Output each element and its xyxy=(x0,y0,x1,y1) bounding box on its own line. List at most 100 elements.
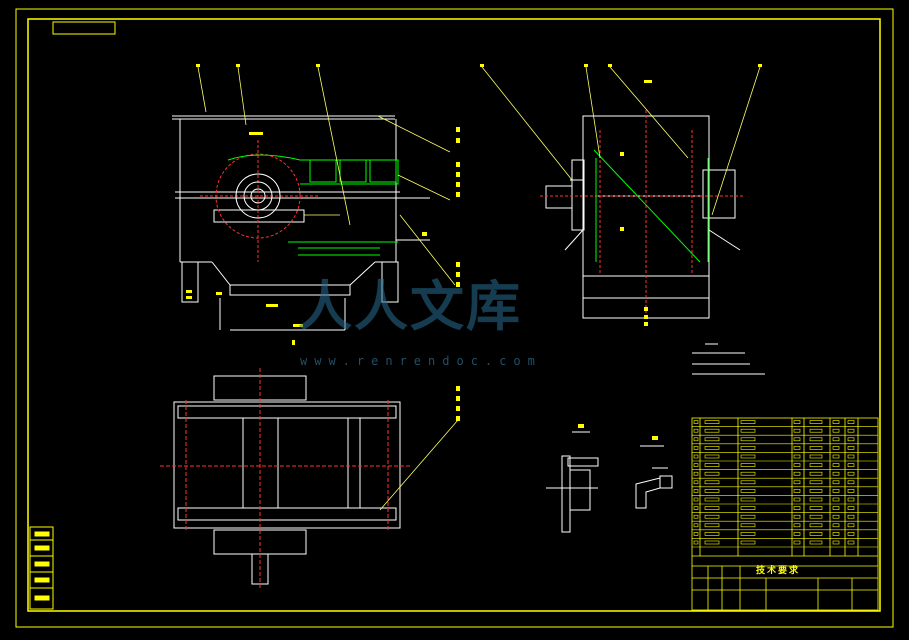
parts-list-cell-text xyxy=(832,506,840,510)
left-strip-block xyxy=(29,526,54,610)
parts-list-cell-text xyxy=(847,454,855,459)
parts-list-cell-text xyxy=(740,454,756,459)
parts-list-cell-text xyxy=(740,480,756,485)
watermark-logo-text: 人人文库 xyxy=(298,275,522,338)
parts-list-cell-text xyxy=(809,463,823,467)
parts-list-cell-text xyxy=(793,489,801,493)
parts-list-cell-text xyxy=(740,437,756,442)
parts-list-cell-text xyxy=(809,514,823,519)
parts-list-cell-text xyxy=(793,463,801,467)
parts-list-cell-text xyxy=(740,523,756,528)
parts-list-cell-text xyxy=(832,523,840,528)
parts-list-cell-text xyxy=(693,497,699,502)
parts-list-cell-text xyxy=(704,540,720,545)
parts-list-cell-text xyxy=(847,446,855,450)
parts-list-cell-text xyxy=(847,523,855,528)
parts-list-cell-text xyxy=(704,480,720,485)
parts-list-cell-text xyxy=(832,463,840,467)
parts-list-cell-text xyxy=(793,454,801,459)
top-view xyxy=(160,368,460,590)
sheet-border xyxy=(15,8,894,628)
parts-list-cell-text xyxy=(793,420,801,424)
parts-list-cell-text xyxy=(740,540,756,545)
parts-list-cell-text xyxy=(740,428,756,433)
parts-list-cell-text xyxy=(740,506,756,510)
parts-list-cell-text xyxy=(793,540,801,545)
parts-list-cell-text xyxy=(740,446,756,450)
parts-list-cell-text xyxy=(832,480,840,485)
parts-list-cell-text xyxy=(793,446,801,450)
parts-list-cell-text xyxy=(847,532,855,536)
parts-list-cell-text xyxy=(704,506,720,510)
parts-list-cell-text xyxy=(809,480,823,485)
parts-list-cell-text xyxy=(740,514,756,519)
parts-list-cell-text xyxy=(704,420,720,424)
watermark-url: www.renrendoc.com xyxy=(300,354,542,368)
parts-list-cell-text xyxy=(809,446,823,450)
parts-list-cell-text xyxy=(704,497,720,502)
parts-list-cell-text xyxy=(832,497,840,502)
parts-list-cell-text xyxy=(809,428,823,433)
parts-list-cell-text xyxy=(793,480,801,485)
parts-list-cell-text xyxy=(847,497,855,502)
parts-list-cell-text xyxy=(809,471,823,476)
parts-list-cell-text xyxy=(809,420,823,424)
parts-list-cell-text xyxy=(809,523,823,528)
parts-list-cell-text xyxy=(704,514,720,519)
tech-requirements-heading: 技术要求 xyxy=(756,566,801,576)
parts-list-cell-text xyxy=(809,540,823,545)
parts-list-cell-text xyxy=(693,540,699,545)
parts-list-cell-text xyxy=(693,506,699,510)
parts-list-cell-text xyxy=(847,480,855,485)
parts-list-cell-text xyxy=(740,463,756,467)
parts-list-cell-text xyxy=(847,540,855,545)
parts-list-cell-text xyxy=(793,428,801,433)
parts-list-cell-text xyxy=(693,463,699,467)
parts-list-cell-text xyxy=(693,428,699,433)
parts-list-cell-text xyxy=(809,489,823,493)
parts-list-cell-text xyxy=(693,489,699,493)
parts-list-cell-text xyxy=(832,454,840,459)
parts-list-cell-text xyxy=(693,454,699,459)
parts-list-cell-text xyxy=(809,506,823,510)
parts-list-cell-text xyxy=(693,437,699,442)
parts-list-cell-text xyxy=(693,514,699,519)
parts-list-cell-text xyxy=(793,514,801,519)
parts-list-cell-text xyxy=(832,471,840,476)
parts-list-cell-text xyxy=(704,532,720,536)
parts-list-cell-text xyxy=(704,446,720,450)
parts-list-cell-text xyxy=(832,514,840,519)
parts-list-cell-text xyxy=(809,437,823,442)
parts-list-cell-text xyxy=(832,532,840,536)
parts-list-cell-text xyxy=(847,514,855,519)
parts-list-cell-text xyxy=(793,437,801,442)
parts-list-cell-text xyxy=(704,428,720,433)
parts-list-cell-text xyxy=(793,471,801,476)
parts-list-cell-text xyxy=(847,463,855,467)
parts-list-cell-text xyxy=(793,532,801,536)
parts-list-cell-text xyxy=(704,471,720,476)
parts-list-cell-text xyxy=(693,420,699,424)
parts-list-cell-text xyxy=(740,497,756,502)
parts-list-cell-text xyxy=(847,489,855,493)
parts-list-cell-text xyxy=(740,532,756,536)
parts-list-cell-text xyxy=(847,506,855,510)
parts-list-cell-text xyxy=(693,523,699,528)
front-view xyxy=(172,64,460,345)
parts-list-cell-text xyxy=(704,489,720,493)
parts-list-cell-text xyxy=(832,428,840,433)
parts-list-cell-text xyxy=(809,497,823,502)
parts-list-cell-text xyxy=(704,523,720,528)
parts-list-cell-text xyxy=(809,454,823,459)
detail-views xyxy=(546,424,673,533)
parts-list-cell-text xyxy=(693,446,699,450)
parts-list-cell-text xyxy=(693,480,699,485)
parts-list-cell-text xyxy=(740,489,756,493)
parts-list-rows xyxy=(692,420,878,548)
parts-list-cell-text xyxy=(832,446,840,450)
parts-list-cell-text xyxy=(704,454,720,459)
parts-list-cell-text xyxy=(704,463,720,467)
parts-list-cell-text xyxy=(847,420,855,424)
parts-list-cell-text xyxy=(793,506,801,510)
